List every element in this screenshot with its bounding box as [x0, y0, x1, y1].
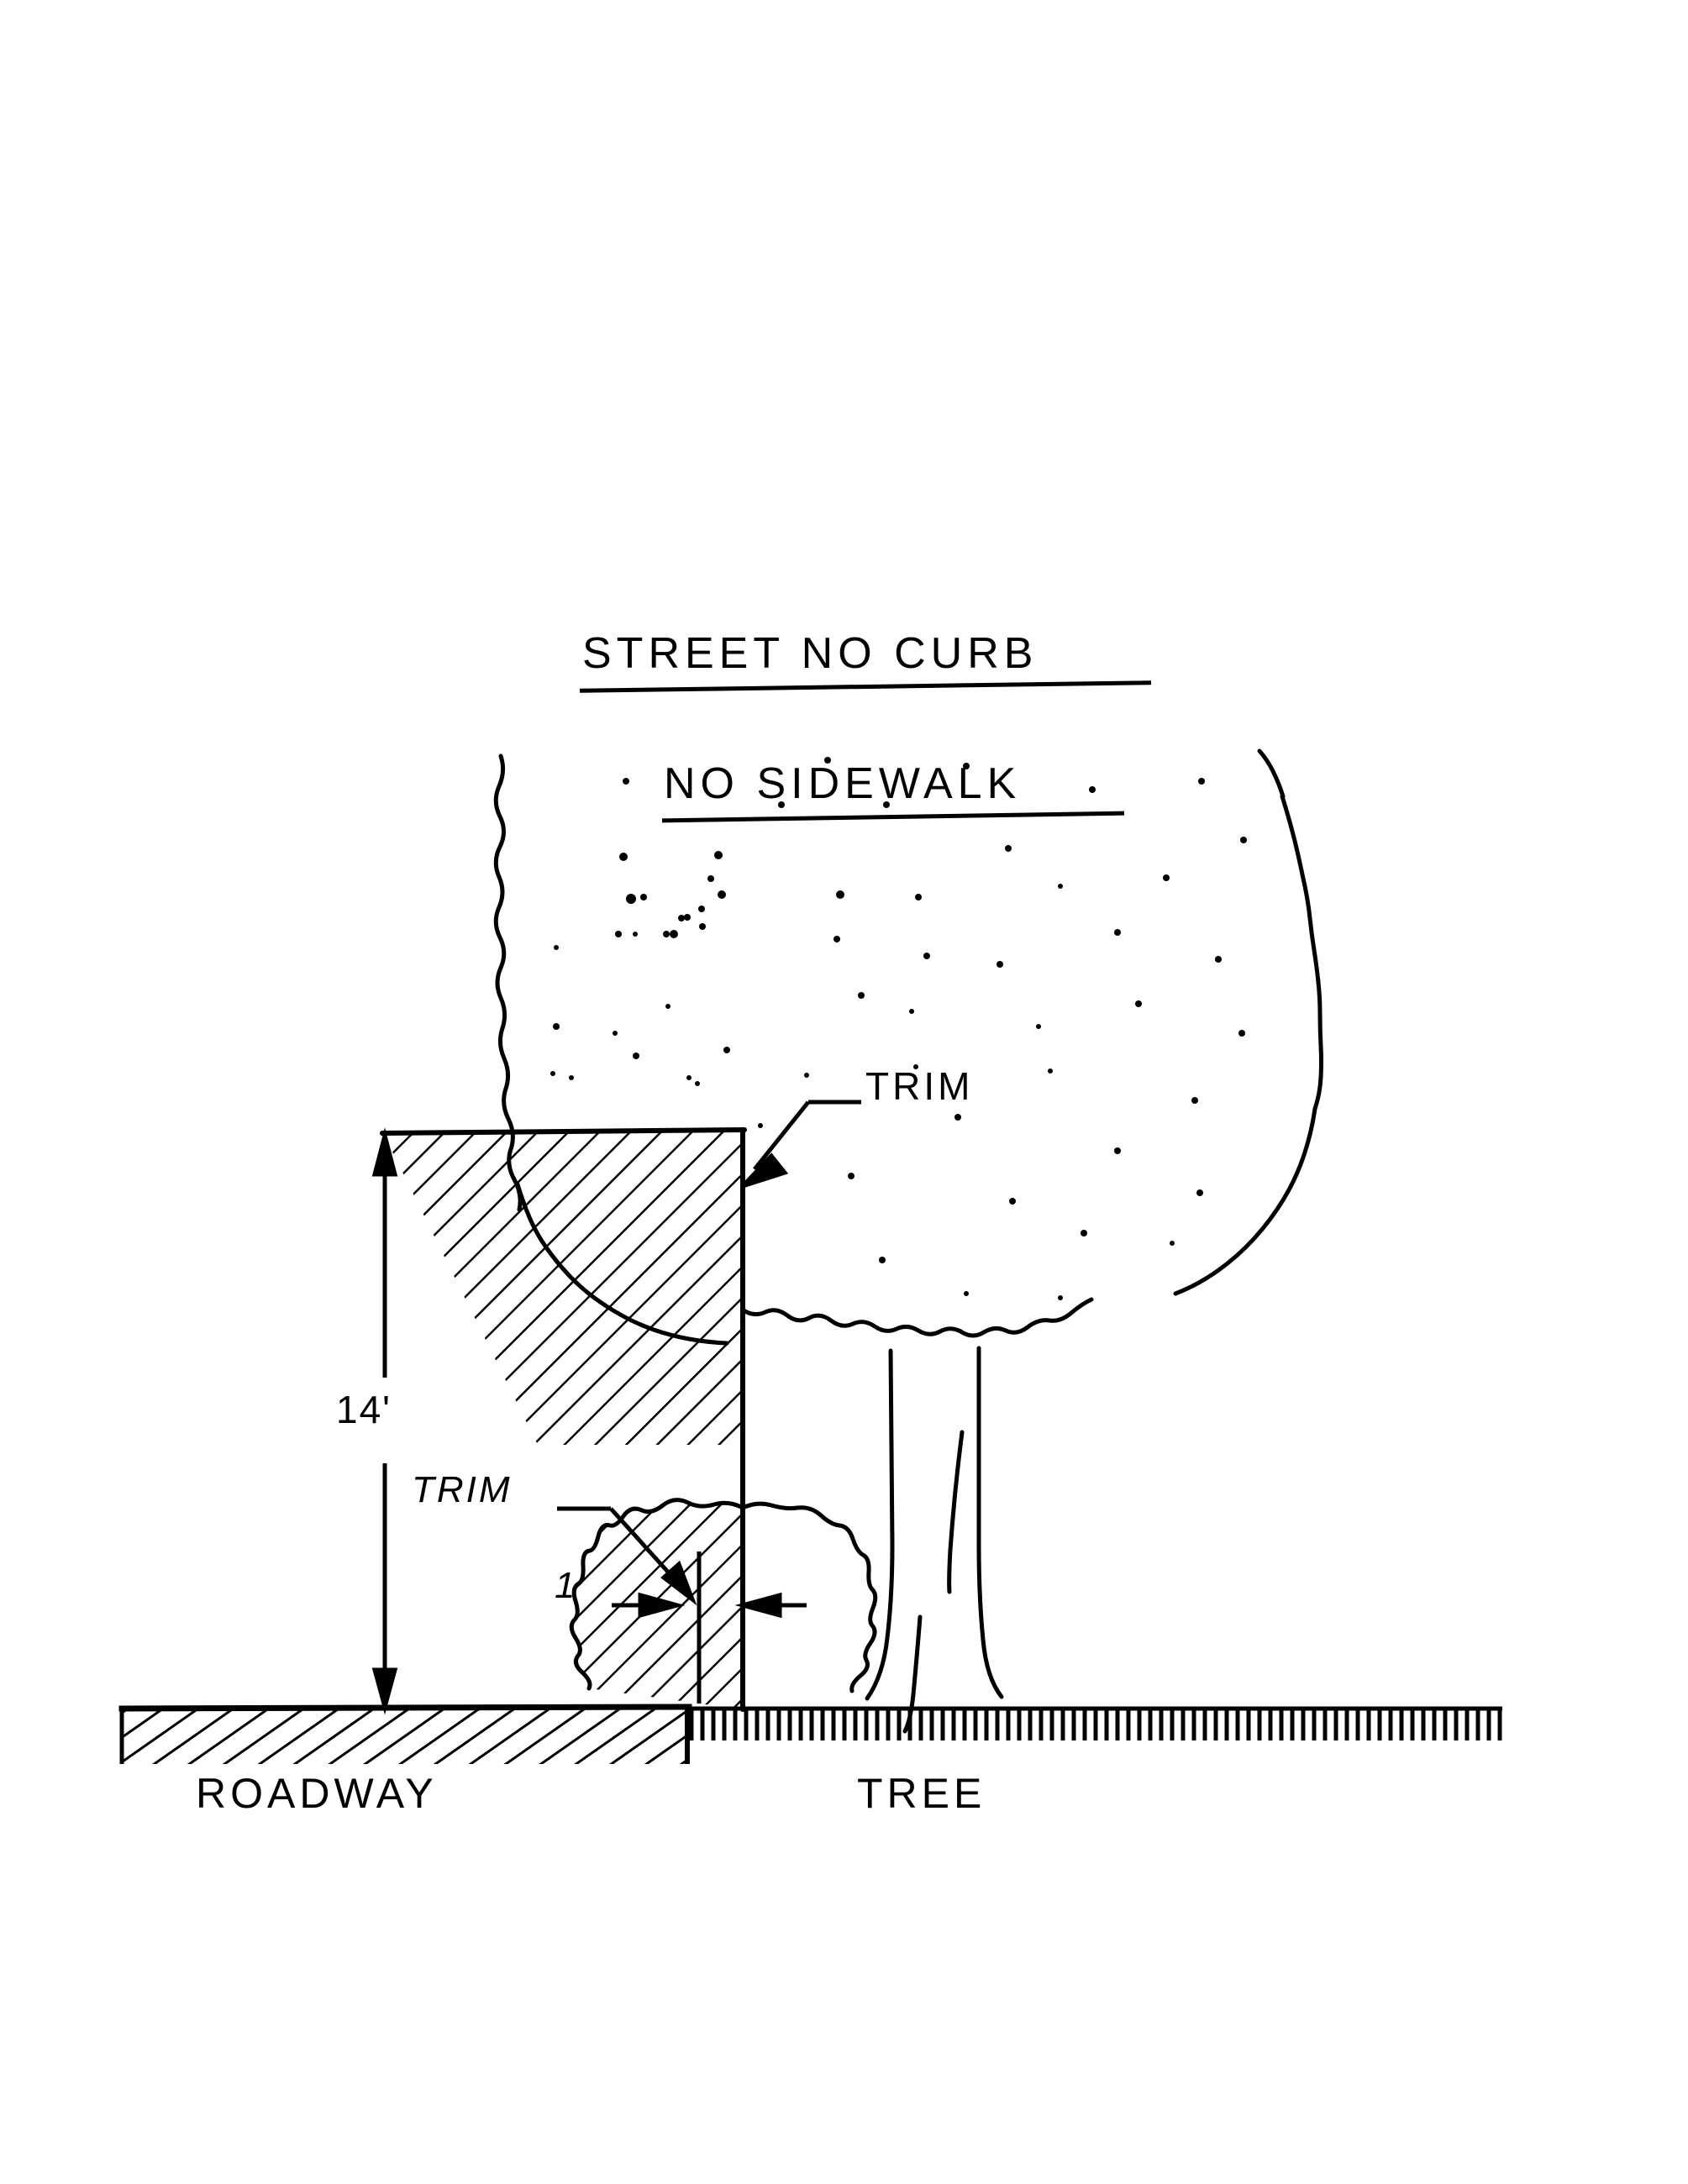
horizontal-clearance-dimension: 1'	[555, 1565, 586, 1606]
page-title-line-1: STREET NO CURB	[582, 629, 1039, 678]
trim-label-lower: TRIM	[412, 1469, 513, 1510]
trim-leader-upper	[741, 1100, 861, 1189]
14ft-dimension-line	[371, 1127, 398, 1715]
roadway-label: ROADWAY	[196, 1770, 438, 1817]
vertical-clearance-dimension: 14'	[336, 1388, 392, 1431]
1ft-dimension-line	[612, 1592, 807, 1619]
ground-surface-hatch	[687, 1706, 1502, 1740]
trim-leader-lower	[557, 1506, 697, 1606]
tree-trunk	[865, 1346, 1004, 1734]
roadway-pavement-hatch	[118, 1704, 692, 1764]
page-title-line-2: NO SIDEWALK	[664, 759, 1022, 808]
tree-label: TREE	[857, 1770, 986, 1817]
canopy-stipple	[550, 757, 1247, 1300]
trim-label-upper: TRIM	[865, 1064, 974, 1108]
